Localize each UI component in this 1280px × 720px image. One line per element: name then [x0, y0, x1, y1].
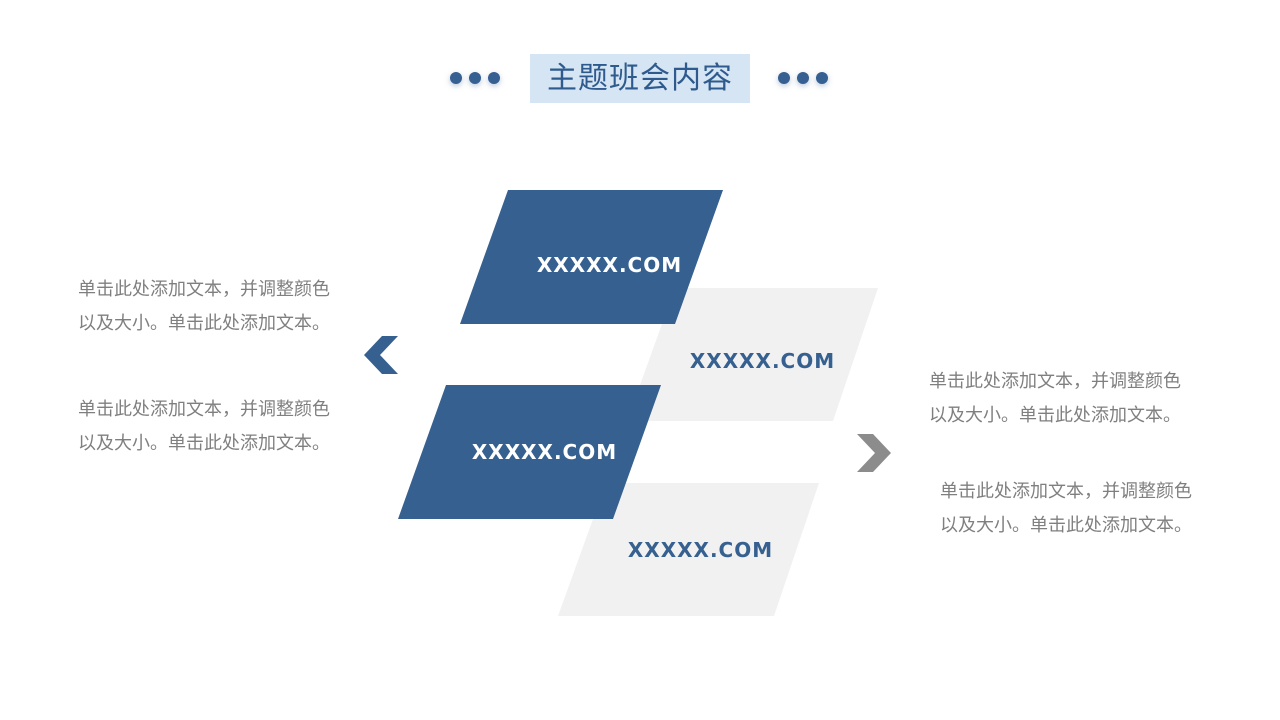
text-block-left-upper[interactable]: 单击此处添加文本，并调整颜色 以及大小。单击此处添加文本。 [78, 273, 368, 341]
text-line: 单击此处添加文本，并调整颜色 [78, 399, 330, 420]
title-dots-right [776, 72, 832, 86]
text-block-right-lower[interactable]: 单击此处添加文本，并调整颜色 以及大小。单击此处添加文本。 [940, 475, 1230, 543]
dot-icon [816, 72, 828, 84]
dot-icon [488, 72, 500, 84]
title-row: 主题班会内容 [0, 54, 1280, 104]
card-blue-upper[interactable]: XXXXX.COM [460, 190, 723, 324]
page-title[interactable]: 主题班会内容 [530, 54, 750, 103]
text-line: 以及大小。单击此处添加文本。 [78, 313, 330, 334]
text-line: 单击此处添加文本，并调整颜色 [940, 481, 1192, 502]
text-block-left-lower[interactable]: 单击此处添加文本，并调整颜色 以及大小。单击此处添加文本。 [78, 393, 368, 461]
text-line: 单击此处添加文本，并调整颜色 [929, 371, 1181, 392]
dot-icon [469, 72, 481, 84]
text-line: 以及大小。单击此处添加文本。 [78, 433, 330, 454]
text-line: 以及大小。单击此处添加文本。 [929, 405, 1181, 426]
chevron-left-icon [364, 336, 400, 374]
chevron-right-icon [855, 434, 891, 472]
text-line: 单击此处添加文本，并调整颜色 [78, 279, 330, 300]
text-block-right-upper[interactable]: 单击此处添加文本，并调整颜色 以及大小。单击此处添加文本。 [929, 365, 1219, 433]
card-label: XXXXX.COM [627, 537, 774, 562]
card-blue-lower[interactable]: XXXXX.COM [398, 385, 661, 519]
card-label: XXXXX.COM [689, 348, 836, 373]
card-label: XXXXX.COM [471, 440, 618, 464]
text-line: 以及大小。单击此处添加文本。 [940, 515, 1192, 536]
title-dots-left [448, 72, 504, 86]
dot-icon [450, 72, 462, 84]
dot-icon [797, 72, 809, 84]
card-label: XXXXX.COM [536, 253, 683, 277]
dot-icon [778, 72, 790, 84]
